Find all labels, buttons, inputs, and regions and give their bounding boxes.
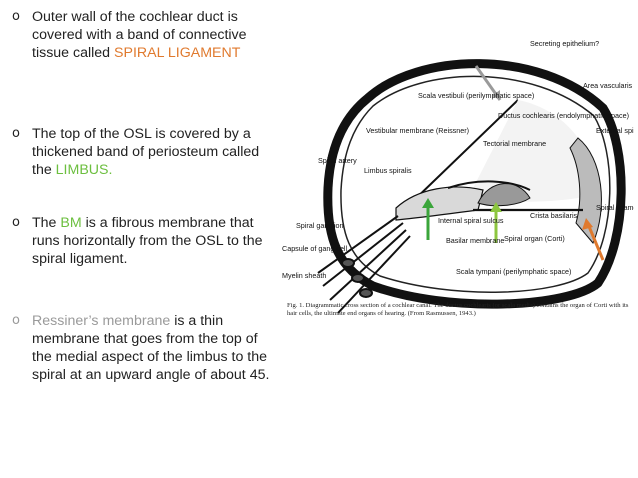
label-internal-spiral-sulcus: Internal spiral sulcus [438,216,504,225]
figure-caption: Fig. 1. Diagrammatic cross section of a … [287,302,629,317]
label-crista-basilaris: Crista basilaris [530,211,578,220]
highlight-limbus: LIMBUS. [55,162,113,178]
label-basilar-membrane: Basilar membrane [446,236,504,245]
bullet-marker: o [12,9,20,24]
highlight-spiral-ligament: SPIRAL LIGAMENT [114,45,241,61]
label-area-vascularis: Area vascularis [583,81,633,90]
bullet-marker: o [12,313,20,328]
highlight-reissner: Ressiner’s membrane [32,313,171,329]
highlight-bm: BM [60,215,82,231]
label-spiral-ganglion: Spiral ganglion [296,221,344,230]
bullet-spiral-ligament: o Outer wall of the cochlear duct is cov… [12,8,274,62]
label-myelin-sheath: Myelin sheath [282,271,326,280]
bullet-text: Outer wall of the cochlear duct is cover… [32,9,247,61]
bullet-marker: o [12,215,20,230]
label-scala-vestibuli: Scala vestibuli (perilymphatic space) [418,91,534,100]
label-capsule-gang-cell: Capsule of gang cell [282,244,348,253]
green-arrow-right-head [490,202,502,212]
label-scala-tympani: Scala tympani (perilymphatic space) [456,267,571,276]
tectorial-membrane [447,180,531,191]
spiral-ganglion [317,215,411,314]
bullet-marker: o [12,126,20,141]
label-spiral-artery: Spiral artery [318,156,357,165]
bullet-reissner: o Ressiner’s membrane is a thin membrane… [12,312,274,384]
label-limbus-spiralis: Limbus spiralis [364,166,412,175]
orange-arrow [586,223,605,261]
label-vestibular-membrane: Vestibular membrane (Reissner) [366,126,469,135]
spiral-ligament [569,137,602,244]
gray-arrow-head [492,90,500,100]
label-ductus-cochlearis: Ductus cochlearis (endolymphatic space) [498,111,629,120]
cochlea-diagram: Secreting epithelium? Area vascularis Sc… [278,38,638,376]
bony-wall [323,59,626,309]
label-tectorial-membrane: Tectorial membrane [483,139,546,148]
bullet-text-after: is a fibrous membrane that runs horizont… [32,215,263,267]
bullet-limbus: o The top of the OSL is covered by a thi… [12,125,274,179]
label-external-spiral-sulcus: External spiral sulcus [596,126,634,135]
bullet-bm: o The BM is a fibrous membrane that runs… [12,214,274,268]
green-arrow-left-head [422,198,434,208]
label-secreting-epithelium: Secreting epithelium? [530,39,599,48]
label-spiral-ligament: Spiral ligament [596,203,634,212]
label-spiral-organ: Spiral organ (Corti) [504,234,565,243]
reissner-membrane [407,99,519,207]
ductus-cochlearis [468,100,598,202]
bullet-text: The [32,215,61,231]
cochlea-svg: Secreting epithelium? Area vascularis Sc… [282,39,638,314]
bullet-text-after: is a thin membrane that goes from the to… [32,313,270,383]
bullet-text: The top of the OSL is covered by a thick… [32,126,260,178]
orange-arrow-head [582,218,593,230]
